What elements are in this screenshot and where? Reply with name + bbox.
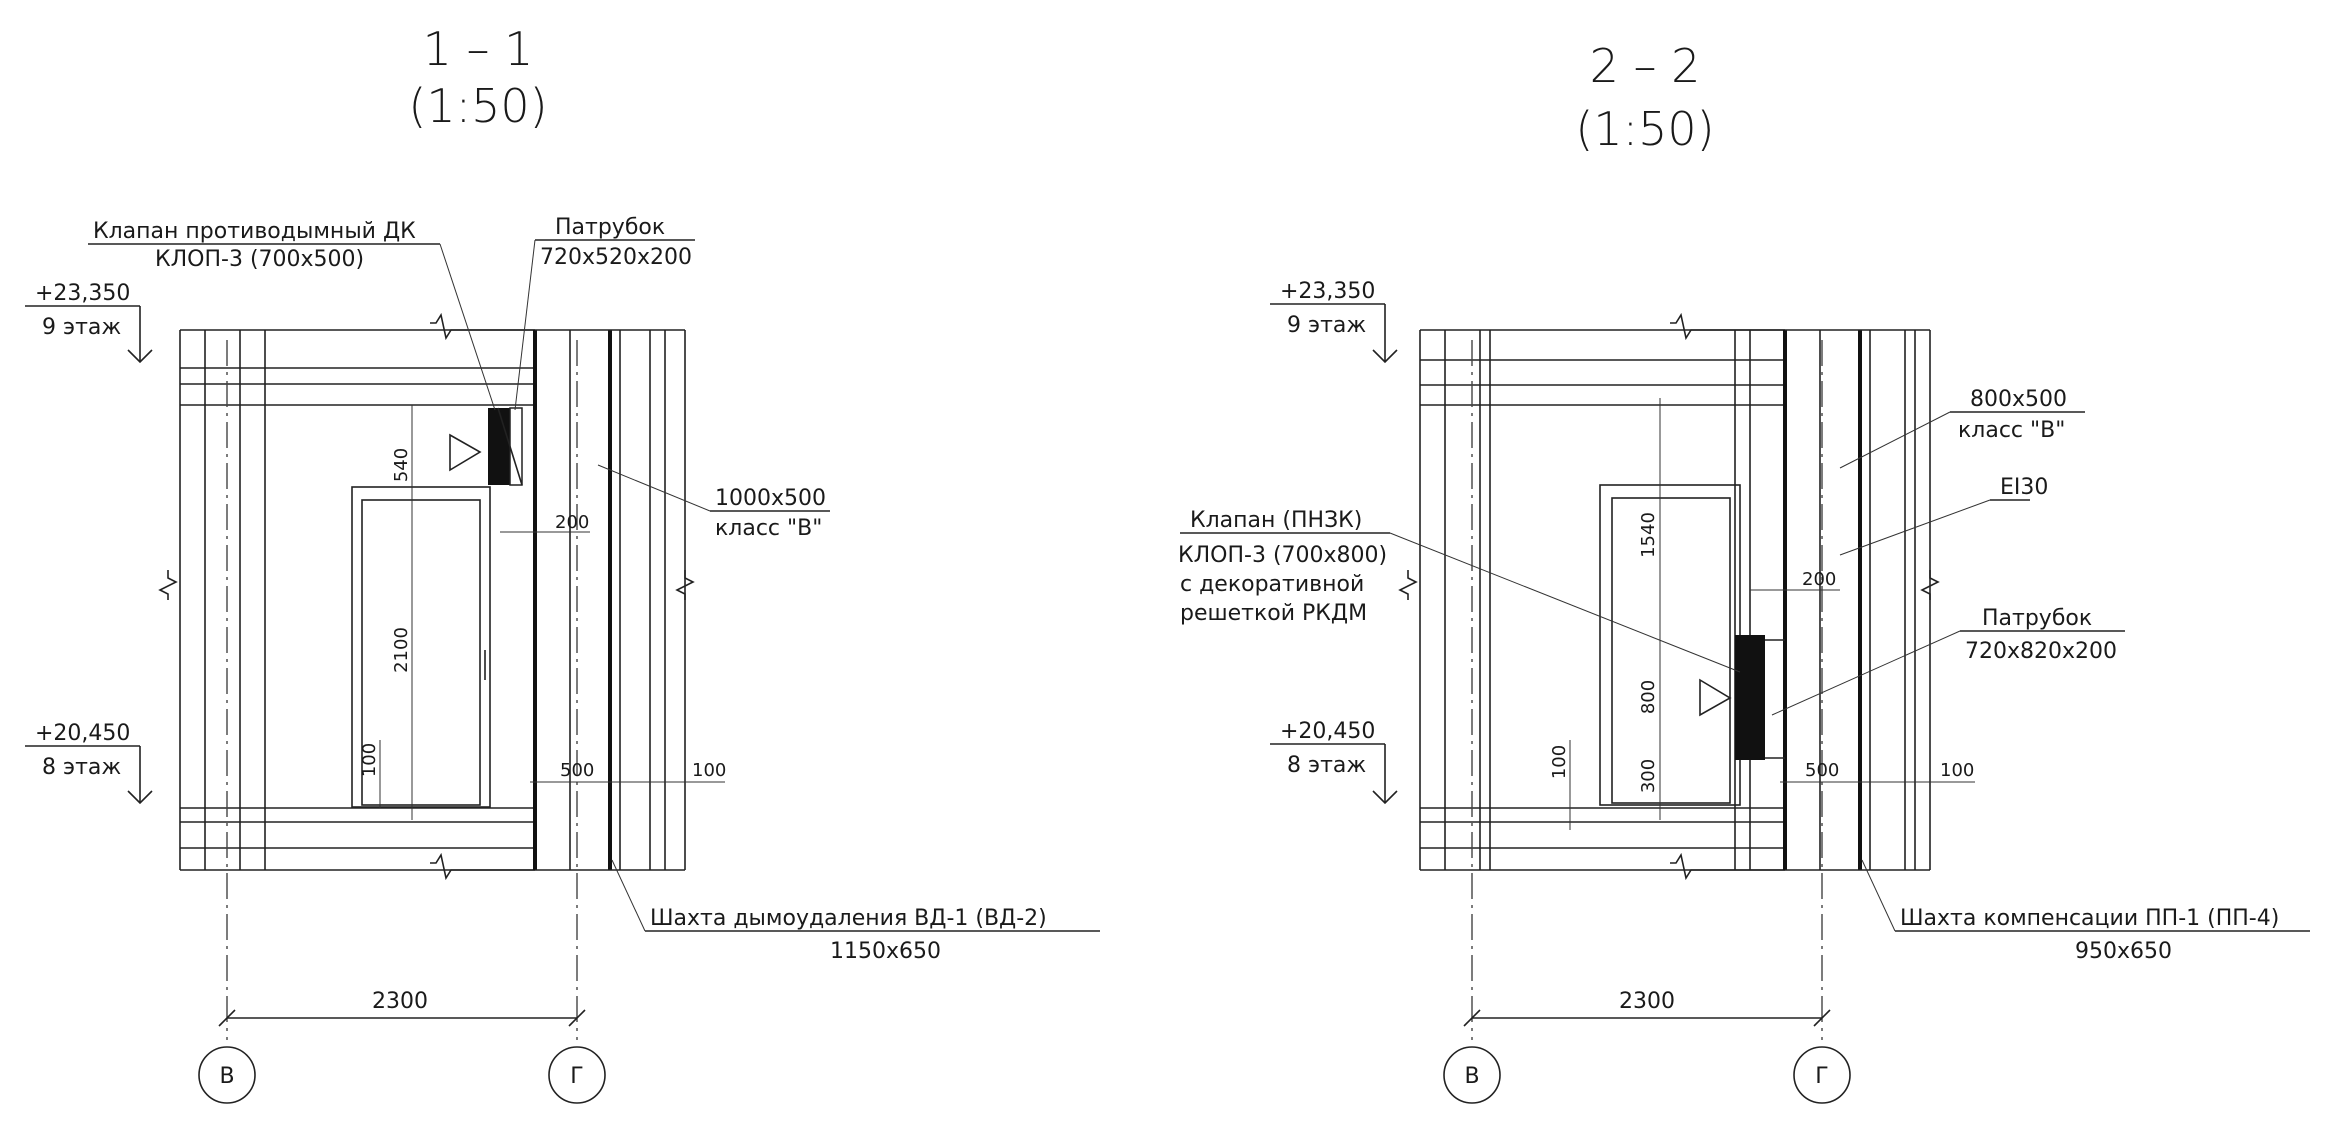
section-2-level-top: +23,350 9 этаж	[1270, 279, 1398, 364]
svg-text:500: 500	[560, 760, 594, 781]
svg-text:1150x650: 1150x650	[830, 939, 941, 964]
section-1-dimensions: 540 2100 100 200 500 100 2300	[218, 405, 726, 1027]
section-2-2: 2 – 2 (1:50)	[1178, 39, 2310, 1104]
section-2-duct-label: 800x500 класс "В"	[1839, 387, 2085, 469]
section-1-axis-v: В	[198, 1046, 256, 1104]
section-1-axis-g: Г	[548, 1046, 606, 1104]
svg-text:Клапан противодымный ДК: Клапан противодымный ДК	[93, 219, 416, 244]
section-2-level-bottom: +20,450 8 этаж	[1270, 719, 1398, 805]
svg-text:В: В	[219, 1064, 234, 1089]
section-1-level-top: +23,350 9 этаж	[25, 281, 153, 364]
section-1-scale: (1:50)	[408, 79, 547, 133]
svg-text:540: 540	[391, 448, 412, 482]
section-1-frame	[158, 312, 695, 1040]
svg-text:+20,450: +20,450	[35, 721, 130, 746]
svg-text:Г: Г	[570, 1064, 583, 1089]
svg-text:720x520x200: 720x520x200	[540, 245, 692, 270]
section-1-level-bottom: +20,450 8 этаж	[25, 721, 153, 805]
section-2-axis-v: В	[1443, 1046, 1501, 1104]
svg-text:500: 500	[1805, 760, 1839, 781]
svg-text:100: 100	[1549, 745, 1570, 779]
svg-text:КЛОП-3 (700x500): КЛОП-3 (700x500)	[155, 247, 364, 272]
section-1-shaft-label: Шахта дымоудаления ВД-1 (ВД-2) 1150x650	[611, 859, 1100, 964]
svg-text:2100: 2100	[391, 627, 412, 673]
svg-text:класс "В": класс "В"	[1958, 418, 2065, 443]
svg-text:КЛОП-3 (700x800): КЛОП-3 (700x800)	[1178, 543, 1387, 568]
svg-text:1000x500: 1000x500	[715, 486, 826, 511]
section-1-nozzle-label: Патрубок 720x520x200	[514, 215, 695, 411]
section-2-nozzle-label: Патрубок 720x820x200	[1771, 606, 2125, 716]
section-2-title: 2 – 2	[1590, 39, 1701, 93]
svg-text:200: 200	[1802, 569, 1836, 590]
svg-text:Патрубок: Патрубок	[1982, 606, 2092, 631]
svg-text:100: 100	[692, 760, 726, 781]
svg-text:+20,450: +20,450	[1280, 719, 1375, 744]
section-2-supply-valve	[1699, 635, 1785, 760]
svg-text:+23,350: +23,350	[35, 281, 130, 306]
svg-text:200: 200	[555, 512, 589, 533]
svg-text:Г: Г	[1815, 1064, 1828, 1089]
svg-text:решеткой РКДМ: решеткой РКДМ	[1180, 601, 1367, 626]
section-2-shaft-label: Шахта компенсации ПП-1 (ПП-4) 950x650	[1861, 859, 2310, 964]
svg-text:В: В	[1464, 1064, 1479, 1089]
section-2-valve-label: Клапан (ПНЗК) КЛОП-3 (700x800) с декорат…	[1178, 508, 1741, 673]
svg-text:Патрубок: Патрубок	[555, 215, 665, 240]
section-2-flow-arrow-icon	[1699, 678, 1732, 717]
svg-text:Шахта дымоудаления ВД-1 (ВД-2): Шахта дымоудаления ВД-1 (ВД-2)	[650, 906, 1047, 931]
svg-text:класс "В": класс "В"	[715, 516, 822, 541]
svg-text:720x820x200: 720x820x200	[1965, 639, 2117, 664]
section-2-frame	[1398, 312, 1940, 1040]
section-2-dimensions: 1540 800 300 100 200 500 100 2300	[1463, 398, 1975, 1027]
section-1-valve-label: Клапан противодымный ДК КЛОП-3 (700x500)	[88, 219, 496, 411]
svg-text:2300: 2300	[1619, 989, 1675, 1014]
svg-text:1540: 1540	[1638, 512, 1659, 558]
svg-text:Клапан (ПНЗК): Клапан (ПНЗК)	[1190, 508, 1362, 533]
svg-text:с декоративной: с декоративной	[1180, 572, 1364, 597]
section-1-title: 1 – 1	[423, 22, 534, 76]
svg-text:Шахта компенсации ПП-1 (ПП-4): Шахта компенсации ПП-1 (ПП-4)	[1900, 906, 2279, 931]
section-1-smoke-valve	[449, 407, 523, 486]
svg-text:300: 300	[1638, 759, 1659, 793]
section-2-fire-rating-label: EI30	[1839, 475, 2048, 556]
svg-text:2300: 2300	[372, 989, 428, 1014]
svg-text:100: 100	[359, 743, 380, 777]
section-1-flow-arrow-icon	[449, 433, 482, 472]
svg-text:EI30: EI30	[2000, 475, 2048, 500]
svg-text:800x500: 800x500	[1970, 387, 2067, 412]
section-2-scale: (1:50)	[1575, 102, 1714, 156]
svg-text:8 этаж: 8 этаж	[42, 755, 121, 780]
svg-text:8 этаж: 8 этаж	[1287, 753, 1366, 778]
svg-text:9 этаж: 9 этаж	[42, 315, 121, 340]
svg-text:100: 100	[1940, 760, 1974, 781]
svg-text:9 этаж: 9 этаж	[1287, 313, 1366, 338]
section-2-axis-g: Г	[1793, 1046, 1851, 1104]
section-1-duct-label: 1000x500 класс "В"	[597, 464, 830, 541]
svg-text:950x650: 950x650	[2075, 939, 2172, 964]
section-1-1: 1 – 1 (1:50)	[25, 22, 1100, 1104]
svg-text:800: 800	[1638, 680, 1659, 714]
svg-text:+23,350: +23,350	[1280, 279, 1375, 304]
